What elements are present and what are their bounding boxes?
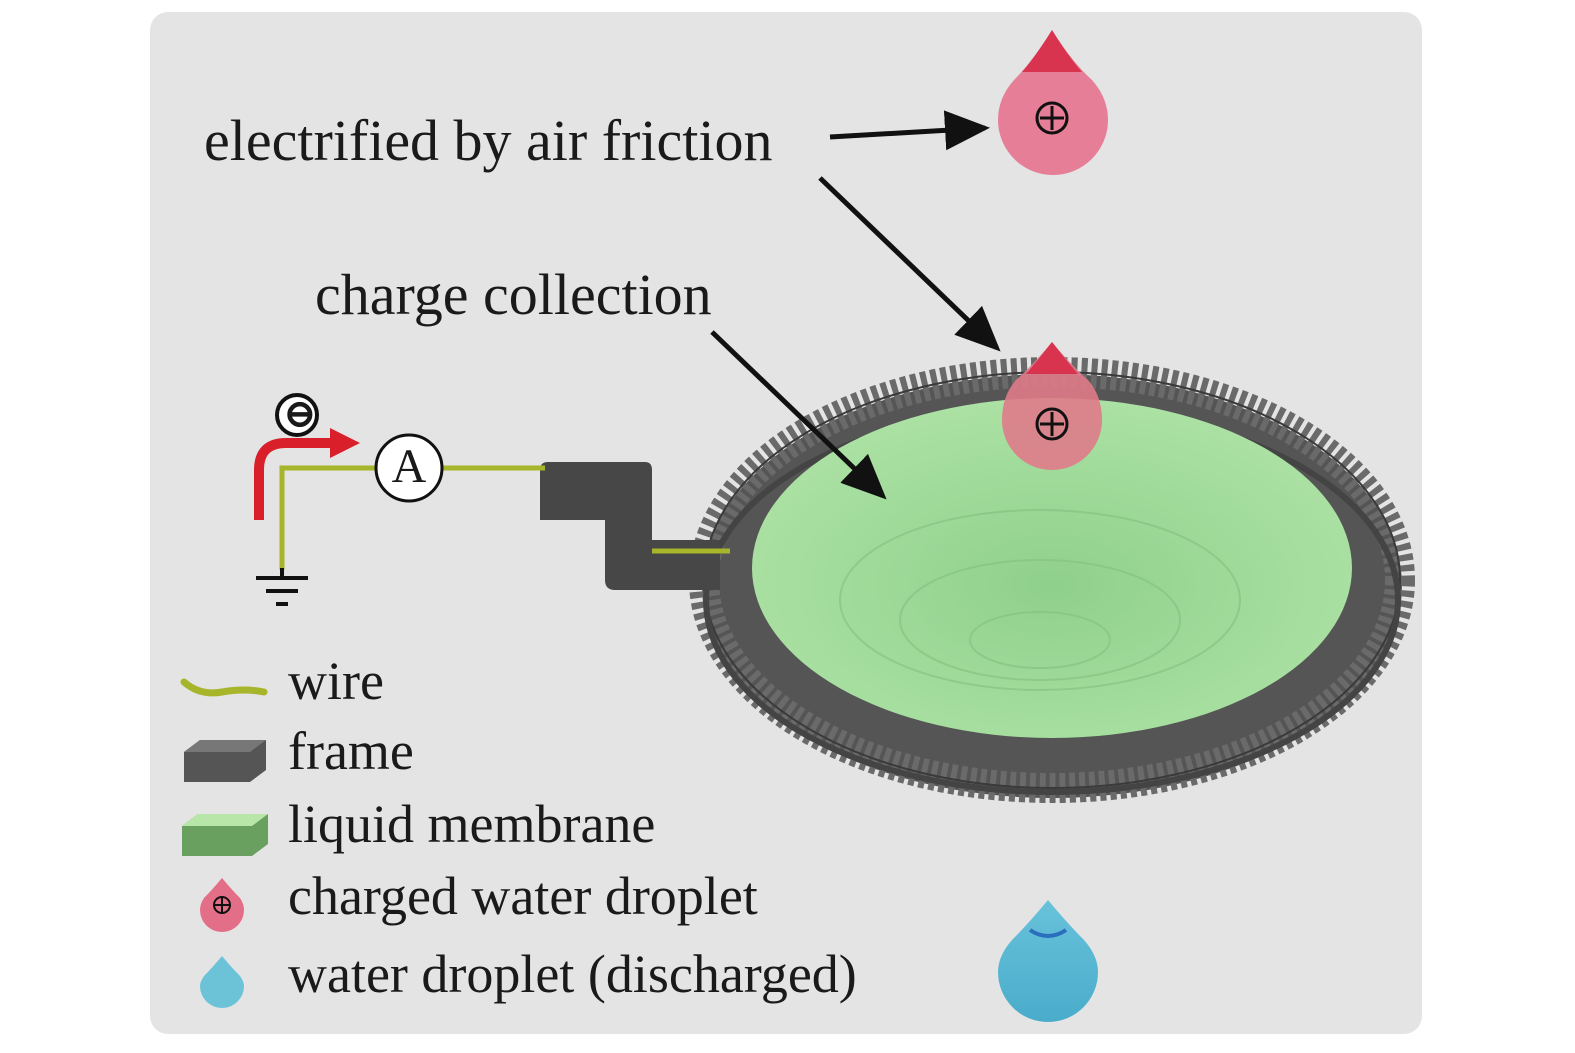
discharged-droplet <box>998 900 1098 1022</box>
charged-droplet-air <box>998 30 1108 175</box>
legend-membrane-icon <box>182 814 268 856</box>
ammeter-icon <box>374 433 444 503</box>
negative-charge-sign: ⊖ <box>283 391 317 436</box>
legend-label-charged-droplet: charged water droplet <box>288 866 758 926</box>
circuit-wire <box>279 465 730 570</box>
legend-wire-icon <box>180 678 268 697</box>
negative-charge-icon <box>275 393 319 437</box>
current-direction-arrow <box>254 428 360 520</box>
annotation-arrows <box>710 110 1001 500</box>
label-charge-collection: charge collection <box>315 262 712 327</box>
label-air-friction: electrified by air friction <box>204 108 773 173</box>
ground-icon <box>256 568 308 606</box>
legend-label-frame: frame <box>288 721 414 781</box>
legend-charged-droplet-icon <box>200 878 244 932</box>
legend-label-discharged-droplet: water droplet (discharged) <box>288 944 857 1004</box>
ammeter-label: A <box>391 440 427 493</box>
frame-connector <box>540 462 720 590</box>
legend-label-membrane: liquid membrane <box>288 794 656 854</box>
legend-discharged-droplet-icon <box>200 956 244 1008</box>
charged-droplet-membrane <box>1002 342 1102 470</box>
legend-frame-icon <box>184 740 266 782</box>
legend-label-wire: wire <box>288 651 384 711</box>
membrane-ripples <box>839 509 1241 691</box>
